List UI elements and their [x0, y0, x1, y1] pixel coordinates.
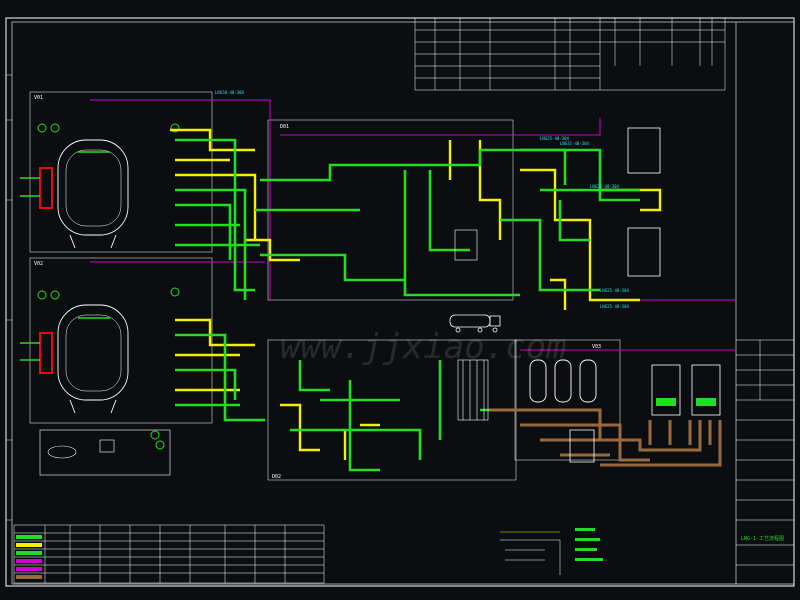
- outer-frame: [5, 17, 795, 587]
- watermark: www.jjxiao.com: [280, 327, 567, 367]
- inner-frame: [11, 21, 795, 585]
- level-gauge-1: [20, 167, 53, 209]
- vessel-tag-v02: V02: [34, 261, 43, 267]
- yellow-pipes: [170, 128, 662, 460]
- pipe-label: LNG50-40-304: [215, 90, 244, 95]
- dispenser-panels: [656, 398, 716, 406]
- green-pipes: [175, 138, 640, 472]
- storage-tank-2: [57, 304, 129, 414]
- vessel-tag-v01: V01: [34, 95, 43, 101]
- detail-instruments: [150, 430, 165, 450]
- level-gauge-2: [20, 332, 53, 374]
- dispensers: [569, 127, 721, 463]
- legend-swatches: [16, 535, 42, 579]
- legend-table: [13, 524, 325, 584]
- notes-block: [500, 531, 561, 575]
- area-tag-d02: D02: [272, 474, 281, 480]
- pipe-label: LNG25-40-304: [600, 288, 629, 293]
- heat-exchangers: [454, 229, 489, 421]
- pipe-labels: LNG50-40-304LNG25-40-304LNG31-40-304LNG3…: [215, 90, 629, 309]
- pipe-label: LNG25-40-304: [540, 136, 569, 141]
- detail-box: [39, 429, 171, 476]
- tank-instruments: [37, 123, 180, 300]
- title-block: [736, 339, 794, 566]
- pipe-label: LNG31-40-304: [560, 141, 589, 146]
- tanker-truck-icon: [449, 314, 501, 333]
- vertical-vessels: [529, 359, 597, 403]
- storage-tank-1: [57, 139, 129, 249]
- area-tag-v03: V03: [592, 344, 601, 350]
- drawing-title: LNG-1-工艺流程图: [741, 535, 784, 542]
- notes-green-marks: [575, 528, 603, 561]
- equipment-table: [414, 17, 726, 91]
- left-margin-marks: [6, 74, 12, 521]
- pipe-label: LNG31-40-304: [590, 184, 619, 189]
- pipe-label: LNG25-40-304: [600, 304, 629, 309]
- brown-pipes: [490, 408, 722, 467]
- area-tag-d01: D01: [280, 124, 289, 130]
